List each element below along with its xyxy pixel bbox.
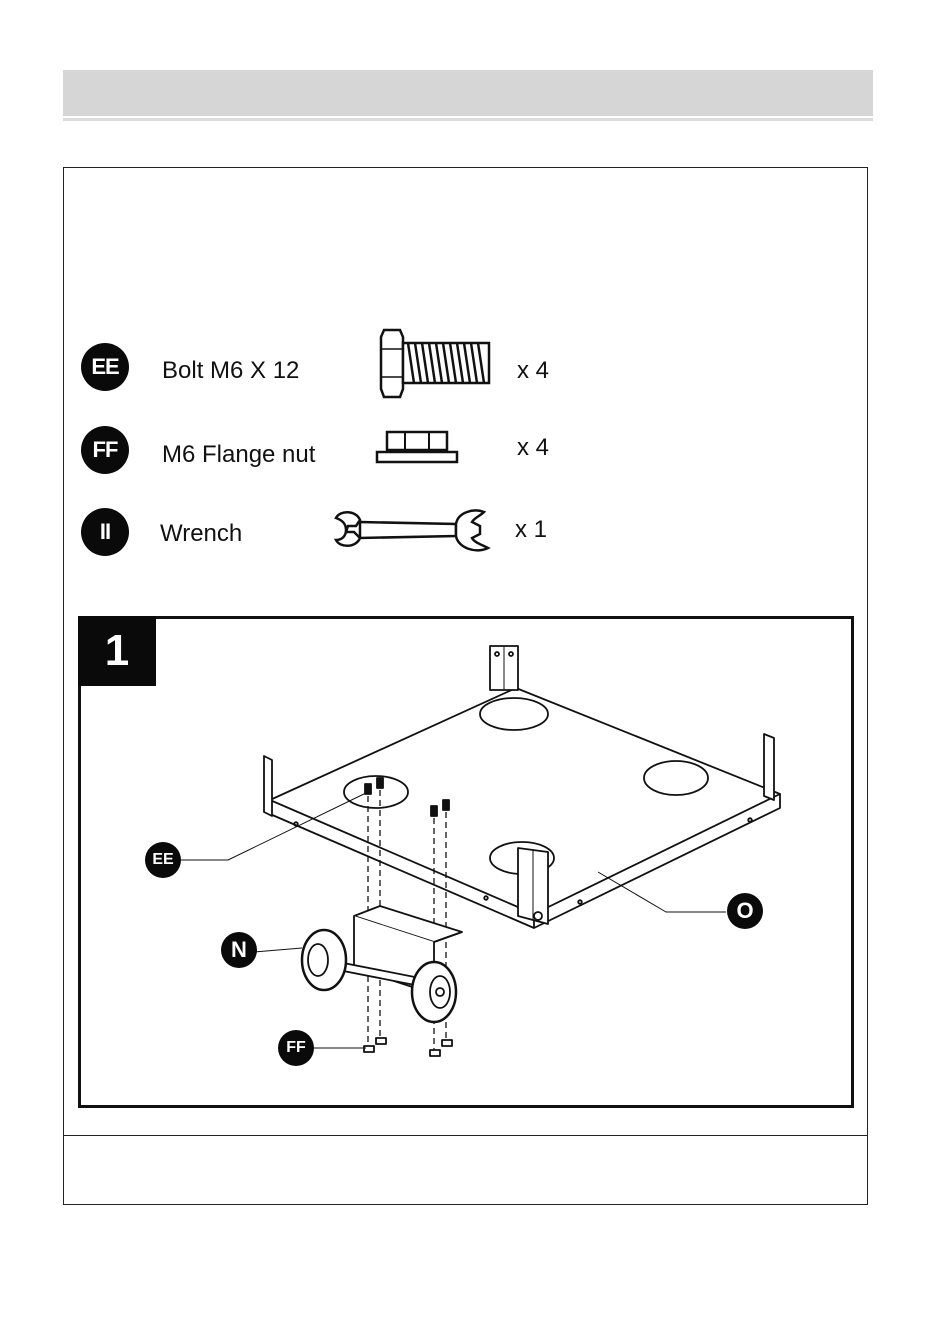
callout-n: N [221,932,257,968]
bolt-icon [378,327,493,402]
callout-ee: EE [145,842,181,878]
part-code-badge-ee: EE [81,343,129,391]
cart-base-illustration [78,616,854,1108]
header-underline [63,118,873,121]
callout-ff: FF [278,1030,314,1066]
bottom-divider [63,1135,868,1136]
part-qty-wrench: x 1 [515,516,547,544]
callout-o: O [727,893,763,929]
part-qty-bolt: x 4 [517,357,549,385]
part-qty-flange-nut: x 4 [517,434,549,462]
part-name-wrench: Wrench [160,520,242,548]
header-bar [63,70,873,116]
part-name-flange-nut: M6 Flange nut [162,441,315,469]
part-code-badge-ii: II [81,508,129,556]
part-name-bolt: Bolt M6 X 12 [162,357,299,385]
wrench-icon [334,506,494,554]
part-code-badge-ff: FF [81,426,129,474]
flange-nut-icon [375,428,460,466]
